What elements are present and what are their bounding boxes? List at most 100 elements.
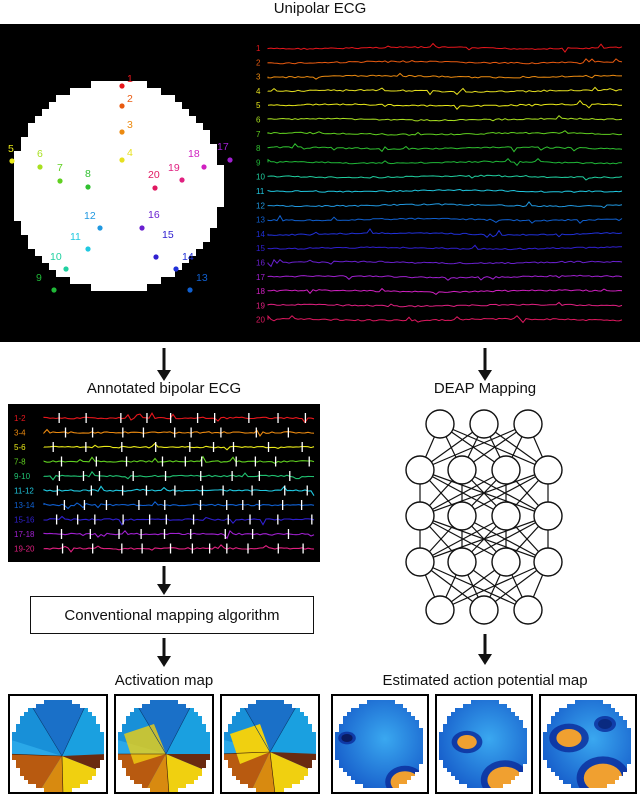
- electrode-label-11: 11: [70, 231, 81, 243]
- electrode-label-4: 4: [127, 147, 133, 159]
- electrode-dot-8: [85, 184, 91, 190]
- unipolar-trace-14: [267, 228, 623, 238]
- unipolar-trace-20: [267, 314, 623, 324]
- unipolar-trace-6: [267, 114, 623, 122]
- network-connection: [461, 515, 549, 563]
- network-neuron: [469, 409, 499, 439]
- network-neuron: [491, 547, 521, 577]
- unipolar-trace-1: [267, 42, 623, 53]
- estimated-action-potential-map-title: Estimated action potential map: [382, 672, 588, 689]
- unipolar-lead-label-4: 4: [256, 87, 261, 96]
- bipolar-trace-11-12: [43, 485, 315, 496]
- electrode-dot-2: [119, 103, 125, 109]
- electrode-label-16: 16: [148, 209, 160, 221]
- unipolar-lead-label-20: 20: [256, 316, 265, 325]
- electrode-label-13: 13: [196, 272, 208, 284]
- electrode-dot-20: [152, 185, 158, 191]
- arrow-down-left-top: [157, 348, 171, 381]
- deap-mapping-title: DEAP Mapping: [433, 380, 537, 397]
- bipolar-trace-13-14: [43, 500, 315, 510]
- bipolar-trace-19-20: [43, 544, 315, 553]
- electrode-dot-3: [119, 129, 125, 135]
- activation-map-3: [220, 694, 320, 794]
- unipolar-lead-label-15: 15: [256, 244, 265, 253]
- unipolar-lead-label-13: 13: [256, 216, 265, 225]
- bipolar-lead-label-5-6: 5-6: [14, 443, 26, 452]
- electrode-dot-18: [201, 164, 207, 170]
- bipolar-lead-label-13-14: 13-14: [14, 501, 35, 510]
- bipolar-trace-7-8: [43, 455, 315, 465]
- unipolar-trace-11: [267, 188, 623, 193]
- unipolar-trace-18: [267, 287, 623, 296]
- bipolar-lead-label-1-2: 1-2: [14, 414, 26, 423]
- unipolar-ecg-title: Unipolar ECG: [273, 0, 367, 17]
- arrow-down-bipolar: [157, 566, 171, 595]
- network-connection: [419, 469, 549, 517]
- action-potential-map-3: [539, 694, 637, 794]
- network-neuron: [447, 501, 477, 531]
- network-neuron: [491, 455, 521, 485]
- bipolar-lead-label-9-10: 9-10: [14, 472, 31, 481]
- network-neuron: [469, 595, 499, 625]
- electrode-dot-15: [153, 254, 159, 260]
- unipolar-trace-17: [267, 274, 623, 281]
- bipolar-lead-label-3-4: 3-4: [14, 429, 26, 438]
- electrode-label-9: 9: [36, 272, 42, 284]
- unipolar-trace-8: [267, 143, 623, 153]
- network-neuron: [425, 409, 455, 439]
- activation-map-2: [114, 694, 214, 794]
- bipolar-ecg-title: Annotated bipolar ECG: [86, 380, 242, 397]
- bipolar-lead-label-7-8: 7-8: [14, 458, 26, 467]
- electrode-label-20: 20: [148, 169, 160, 181]
- electrode-dot-10: [63, 266, 69, 272]
- electrode-label-6: 6: [37, 148, 43, 160]
- unipolar-lead-label-16: 16: [256, 259, 265, 268]
- network-neuron: [513, 595, 543, 625]
- electrode-label-3: 3: [127, 119, 133, 131]
- network-neuron: [513, 409, 543, 439]
- electrode-dot-19: [179, 177, 185, 183]
- unipolar-trace-4: [267, 86, 622, 96]
- unipolar-lead-label-14: 14: [256, 230, 265, 239]
- electrode-label-14: 14: [182, 251, 194, 263]
- unipolar-lead-label-6: 6: [256, 116, 261, 125]
- bipolar-trace-9-10: [43, 470, 315, 481]
- electrode-label-15: 15: [162, 229, 174, 241]
- electrode-dot-4: [119, 157, 125, 163]
- network-neuron: [447, 455, 477, 485]
- bipolar-lead-label-19-20: 19-20: [14, 545, 35, 554]
- unipolar-trace-16: [267, 258, 623, 268]
- network-connection: [419, 515, 549, 563]
- bipolar-lead-label-11-12: 11-12: [14, 487, 34, 496]
- unipolar-lead-label-7: 7: [256, 130, 261, 139]
- activation-map-title: Activation map: [114, 672, 214, 689]
- arrow-down-algorithm: [157, 638, 171, 667]
- network-connection: [419, 423, 529, 471]
- electrode-dot-12: [97, 225, 103, 231]
- unipolar-lead-label-3: 3: [256, 73, 261, 82]
- activation-map-1: [8, 694, 108, 794]
- bipolar-lead-label-17-18: 17-18: [14, 530, 35, 539]
- arrow-down-right-top: [478, 348, 492, 381]
- electrode-label-17: 17: [217, 141, 229, 153]
- bipolar-trace-15-16: [43, 515, 315, 526]
- network-neuron: [405, 501, 435, 531]
- unipolar-lead-label-8: 8: [256, 144, 261, 153]
- bipolar-ecg-panel: 1-2 3-4 5-6 7-8 9-10 11-12 13-14 15-16 17-18 19-2…: [8, 404, 320, 562]
- electrode-dot-11: [85, 246, 91, 252]
- bipolar-trace-17-18: [43, 529, 315, 540]
- unipolar-lead-label-10: 10: [256, 173, 265, 182]
- conventional-mapping-algorithm-box: Conventional mapping algorithm: [30, 596, 314, 634]
- network-neuron: [533, 501, 563, 531]
- electrode-label-8: 8: [85, 168, 91, 180]
- unipolar-trace-13: [267, 214, 623, 224]
- unipolar-trace-2: [267, 58, 623, 65]
- network-neuron: [405, 455, 435, 485]
- bipolar-lead-label-15-16: 15-16: [14, 516, 35, 525]
- unipolar-lead-label-9: 9: [256, 158, 261, 167]
- electrode-dot-1: [119, 83, 125, 89]
- electrode-label-2: 2: [127, 93, 133, 105]
- electrode-dot-17: [227, 157, 233, 163]
- unipolar-trace-7: [267, 130, 623, 136]
